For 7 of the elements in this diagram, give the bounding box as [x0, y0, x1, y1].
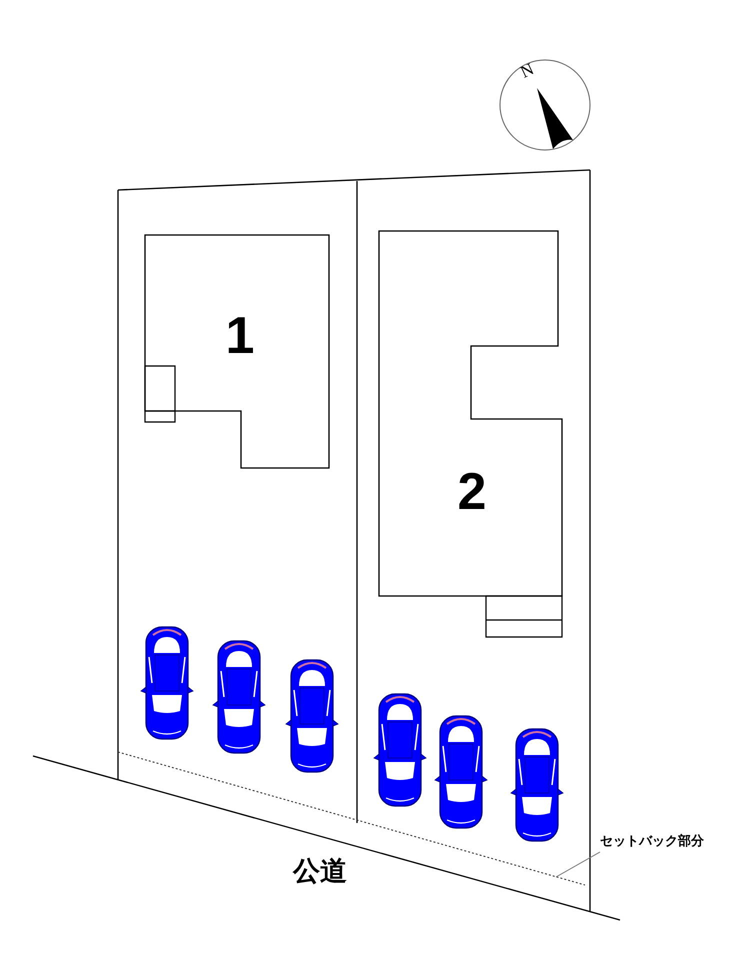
setback-line — [117, 751, 587, 887]
leader-line — [556, 852, 600, 878]
callout-label: セットバック部分 — [600, 833, 704, 849]
road-label: 公道 — [293, 857, 347, 887]
plot-number: 1 — [226, 310, 254, 362]
compass-letter: N — [518, 60, 536, 81]
plot-number: 2 — [458, 466, 486, 518]
